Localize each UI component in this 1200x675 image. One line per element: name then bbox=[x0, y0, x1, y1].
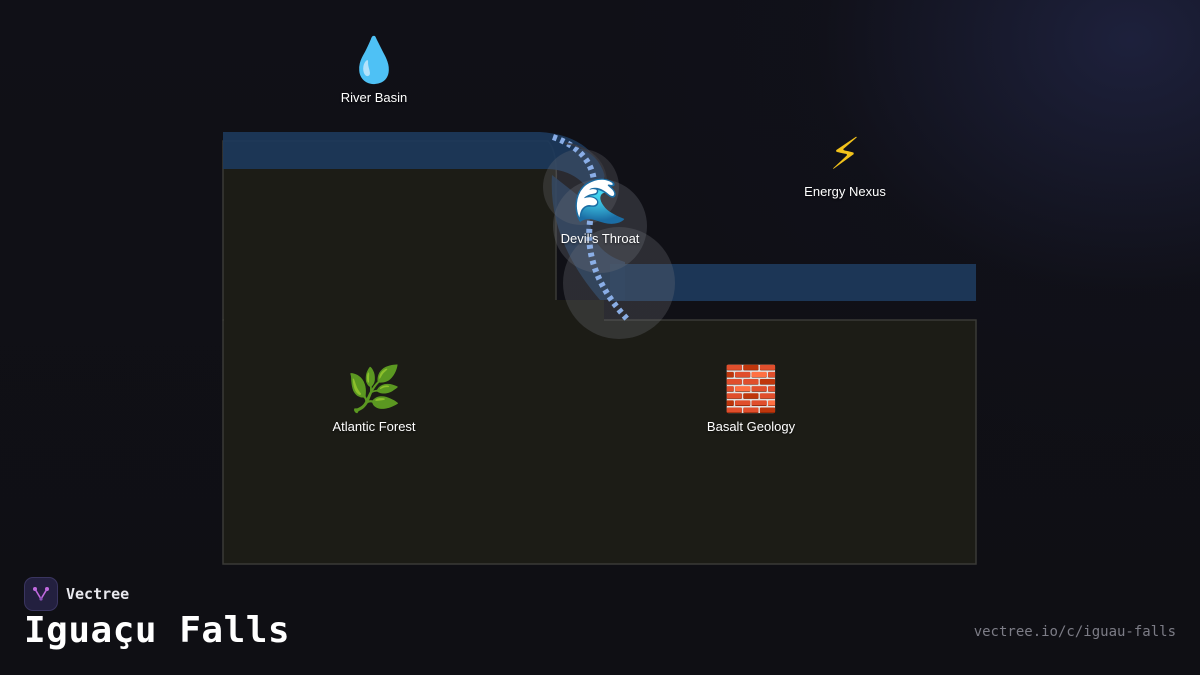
cascade-outline bbox=[564, 142, 607, 196]
lower-river bbox=[610, 264, 976, 301]
node-label: Basalt Geology bbox=[706, 419, 796, 434]
brand-name: Vectree bbox=[66, 585, 130, 603]
node-label: River Basin bbox=[340, 90, 408, 105]
node-devils-throat[interactable]: 🌊 Devil's Throat bbox=[560, 176, 640, 247]
node-energy-nexus[interactable]: ⚡ Energy Nexus bbox=[804, 129, 886, 200]
mist-cloud bbox=[543, 149, 619, 225]
wave-icon: 🌊 bbox=[572, 176, 628, 227]
upper-river bbox=[223, 132, 605, 205]
herb-icon: 🌿 bbox=[346, 364, 402, 415]
mist-cloud bbox=[553, 179, 647, 273]
brand[interactable]: Vectree bbox=[24, 577, 129, 611]
vectree-logo-icon bbox=[24, 577, 58, 611]
source-url[interactable]: vectree.io/c/iguau-falls bbox=[973, 624, 1176, 640]
node-label: Devil's Throat bbox=[560, 231, 640, 246]
node-atlantic-forest[interactable]: 🌿 Atlantic Forest bbox=[332, 364, 416, 435]
brick-icon: 🧱 bbox=[723, 364, 779, 415]
water-drop-icon: 💧 bbox=[346, 35, 402, 86]
cascade-stream bbox=[551, 134, 631, 323]
node-basalt-geology[interactable]: 🧱 Basalt Geology bbox=[706, 364, 796, 435]
node-label: Atlantic Forest bbox=[332, 419, 416, 434]
lower-terrain bbox=[222, 319, 977, 565]
node-river-basin[interactable]: 💧 River Basin bbox=[340, 35, 408, 106]
page-title: Iguaçu Falls bbox=[24, 610, 291, 651]
node-label: Energy Nexus bbox=[804, 184, 886, 199]
lightning-bolt-icon: ⚡ bbox=[829, 129, 861, 180]
